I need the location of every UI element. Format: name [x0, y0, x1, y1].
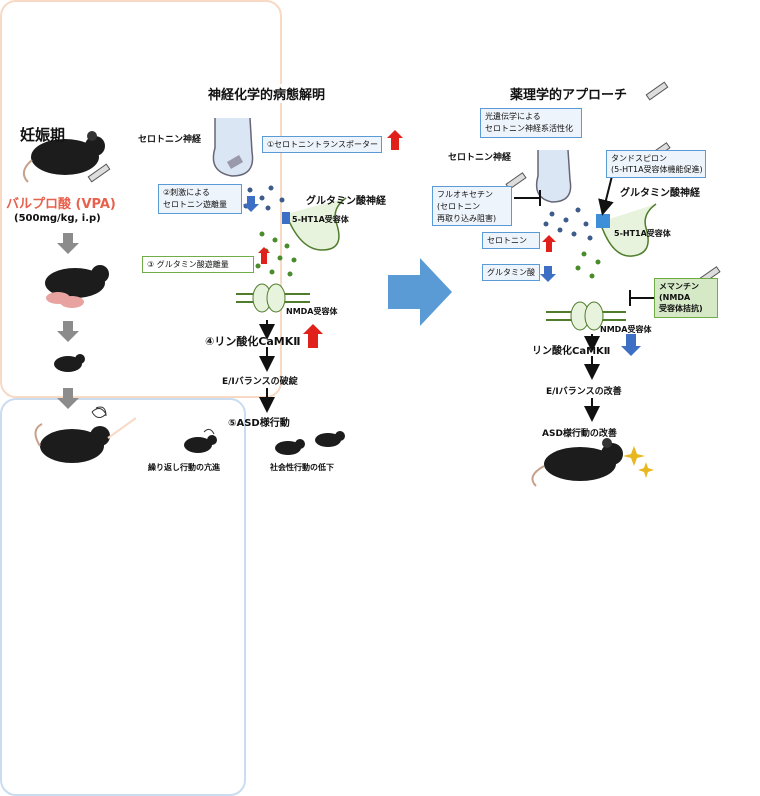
- healthy-mouse-icon: [531, 438, 623, 487]
- serotonin-up-box: セロトニン: [482, 232, 540, 249]
- memantine-inhibit-line: [629, 290, 654, 306]
- right-panel-title: 薬理学的アプローチ: [504, 84, 634, 103]
- glutamate-dots-right: [575, 251, 601, 279]
- social-behavior-label: 社会性行動の低下: [270, 463, 334, 472]
- up-arrow-transporter: [387, 130, 403, 150]
- grey-down-arrow-2: [57, 321, 79, 342]
- fluoxetine-line2: (セロトニン: [437, 202, 481, 211]
- glutamate-neuron-label: グルタミン酸神経: [306, 196, 386, 207]
- fluoxetine-inhibit-line: [514, 190, 541, 206]
- fluoxetine-box: フルオキセチン (セロトニン 再取り込み阻害): [432, 186, 512, 226]
- memantine-line1: メマンチン: [659, 282, 699, 291]
- pregnancy-label: 妊娠期: [20, 126, 66, 144]
- tandospirone-box: タンドスピロン (5-HT1A受容体機能促進): [606, 150, 706, 178]
- nmda-receptor-shape: [236, 283, 310, 313]
- optogenetics-line1: 光遺伝学による: [485, 112, 541, 121]
- camk-label: ④リン酸化CaMKⅡ: [205, 335, 301, 348]
- nmda-label-right: NMDA受容体: [600, 325, 652, 334]
- ei-breakdown-label: E/Iバランスの破綻: [222, 377, 298, 387]
- ei-improve-label: E/Iバランスの改善: [546, 387, 622, 397]
- grey-down-arrow-1: [57, 233, 79, 254]
- fluoxetine-line1: フルオキセチン: [437, 190, 493, 199]
- adult-mouse-circling-icon: [34, 406, 110, 463]
- tandospirone-arrow: [598, 175, 614, 216]
- glutamate-neuron-label-right: グルタミン酸神経: [620, 188, 700, 199]
- callout-connector: [107, 417, 137, 439]
- serotonin-neuron-label-right: セロトニン神経: [448, 153, 512, 163]
- grey-down-arrow-3: [57, 388, 79, 409]
- sparkle-icon: [623, 446, 654, 478]
- up-arrow-serotonin: [542, 235, 556, 252]
- social-mice-icon: [275, 431, 345, 455]
- memantine-line2: (NMDA: [659, 293, 691, 302]
- nmda-label: NMDA受容体: [286, 307, 338, 316]
- asd-behavior-label: ⑤ASD様行動: [228, 418, 290, 429]
- up-arrow-camk: [303, 324, 323, 348]
- release-line1: ②刺激による: [163, 188, 210, 197]
- camk-label-right: リン酸化CaMKⅡ: [532, 346, 611, 357]
- optogenetics-box: 光遺伝学による セロトニン神経系活性化: [480, 108, 582, 138]
- repetitive-behavior-label: 繰り返し行動の亢進: [148, 463, 220, 472]
- memantine-box: メマンチン (NMDA 受容体拮抗): [654, 278, 718, 318]
- release-line2: セロトニン遊離量: [163, 200, 227, 209]
- repetitive-mouse-icon: [184, 428, 217, 453]
- glutamate-neuron-shape-right: [596, 203, 657, 257]
- left-panel-title: 神経化学的病態解明: [202, 84, 332, 103]
- tandospirone-line1: タンドスピロン: [611, 154, 667, 163]
- asd-improve-label: ASD様行動の改善: [542, 429, 617, 439]
- receptor-label: 5-HT1A受容体: [292, 215, 349, 224]
- transporter-box: ①セロトニントランスポーター: [262, 136, 382, 153]
- glutamate-down-box: グルタミン酸: [482, 264, 540, 281]
- vpa-label: バルプロ酸 (VPA): [6, 197, 116, 212]
- glutamate-release-box: ③ グルタミン酸遊離量: [142, 256, 254, 273]
- serotonin-neuron-shape-right: [535, 149, 572, 203]
- dose-label: (500mg/kg, i.p): [14, 213, 101, 224]
- nmda-receptor-shape-right: [546, 301, 626, 331]
- syringe-icon: [87, 163, 111, 183]
- transition-arrow: [388, 258, 452, 326]
- mother-with-pups-icon: [45, 265, 109, 308]
- optogenetics-line2: セロトニン神経系活性化: [485, 124, 573, 133]
- serotonin-neuron-shape: [212, 117, 254, 177]
- release-box: ②刺激による セロトニン遊離量: [158, 184, 242, 214]
- syringe-icon-right-1: [645, 81, 669, 101]
- memantine-line3: 受容体拮抗): [659, 304, 703, 313]
- glutamate-neuron-shape: [282, 197, 347, 251]
- diagram-canvas: [22, 81, 721, 487]
- down-arrow-glutamate: [540, 266, 556, 282]
- tandospirone-line2: (5-HT1A受容体機能促進): [611, 165, 703, 174]
- serotonin-dots-right: [543, 207, 593, 241]
- serotonin-neuron-label: セロトニン神経: [138, 135, 202, 145]
- up-arrow-glutamate: [258, 247, 270, 264]
- receptor-label-right: 5-HT1A受容体: [614, 229, 671, 238]
- fluoxetine-line3: 再取り込み阻害): [437, 214, 497, 223]
- down-arrow-camk: [621, 334, 641, 356]
- pregnant-mouse-icon: [22, 131, 105, 183]
- down-arrow-release: [243, 196, 259, 212]
- young-mouse-icon: [54, 354, 85, 372]
